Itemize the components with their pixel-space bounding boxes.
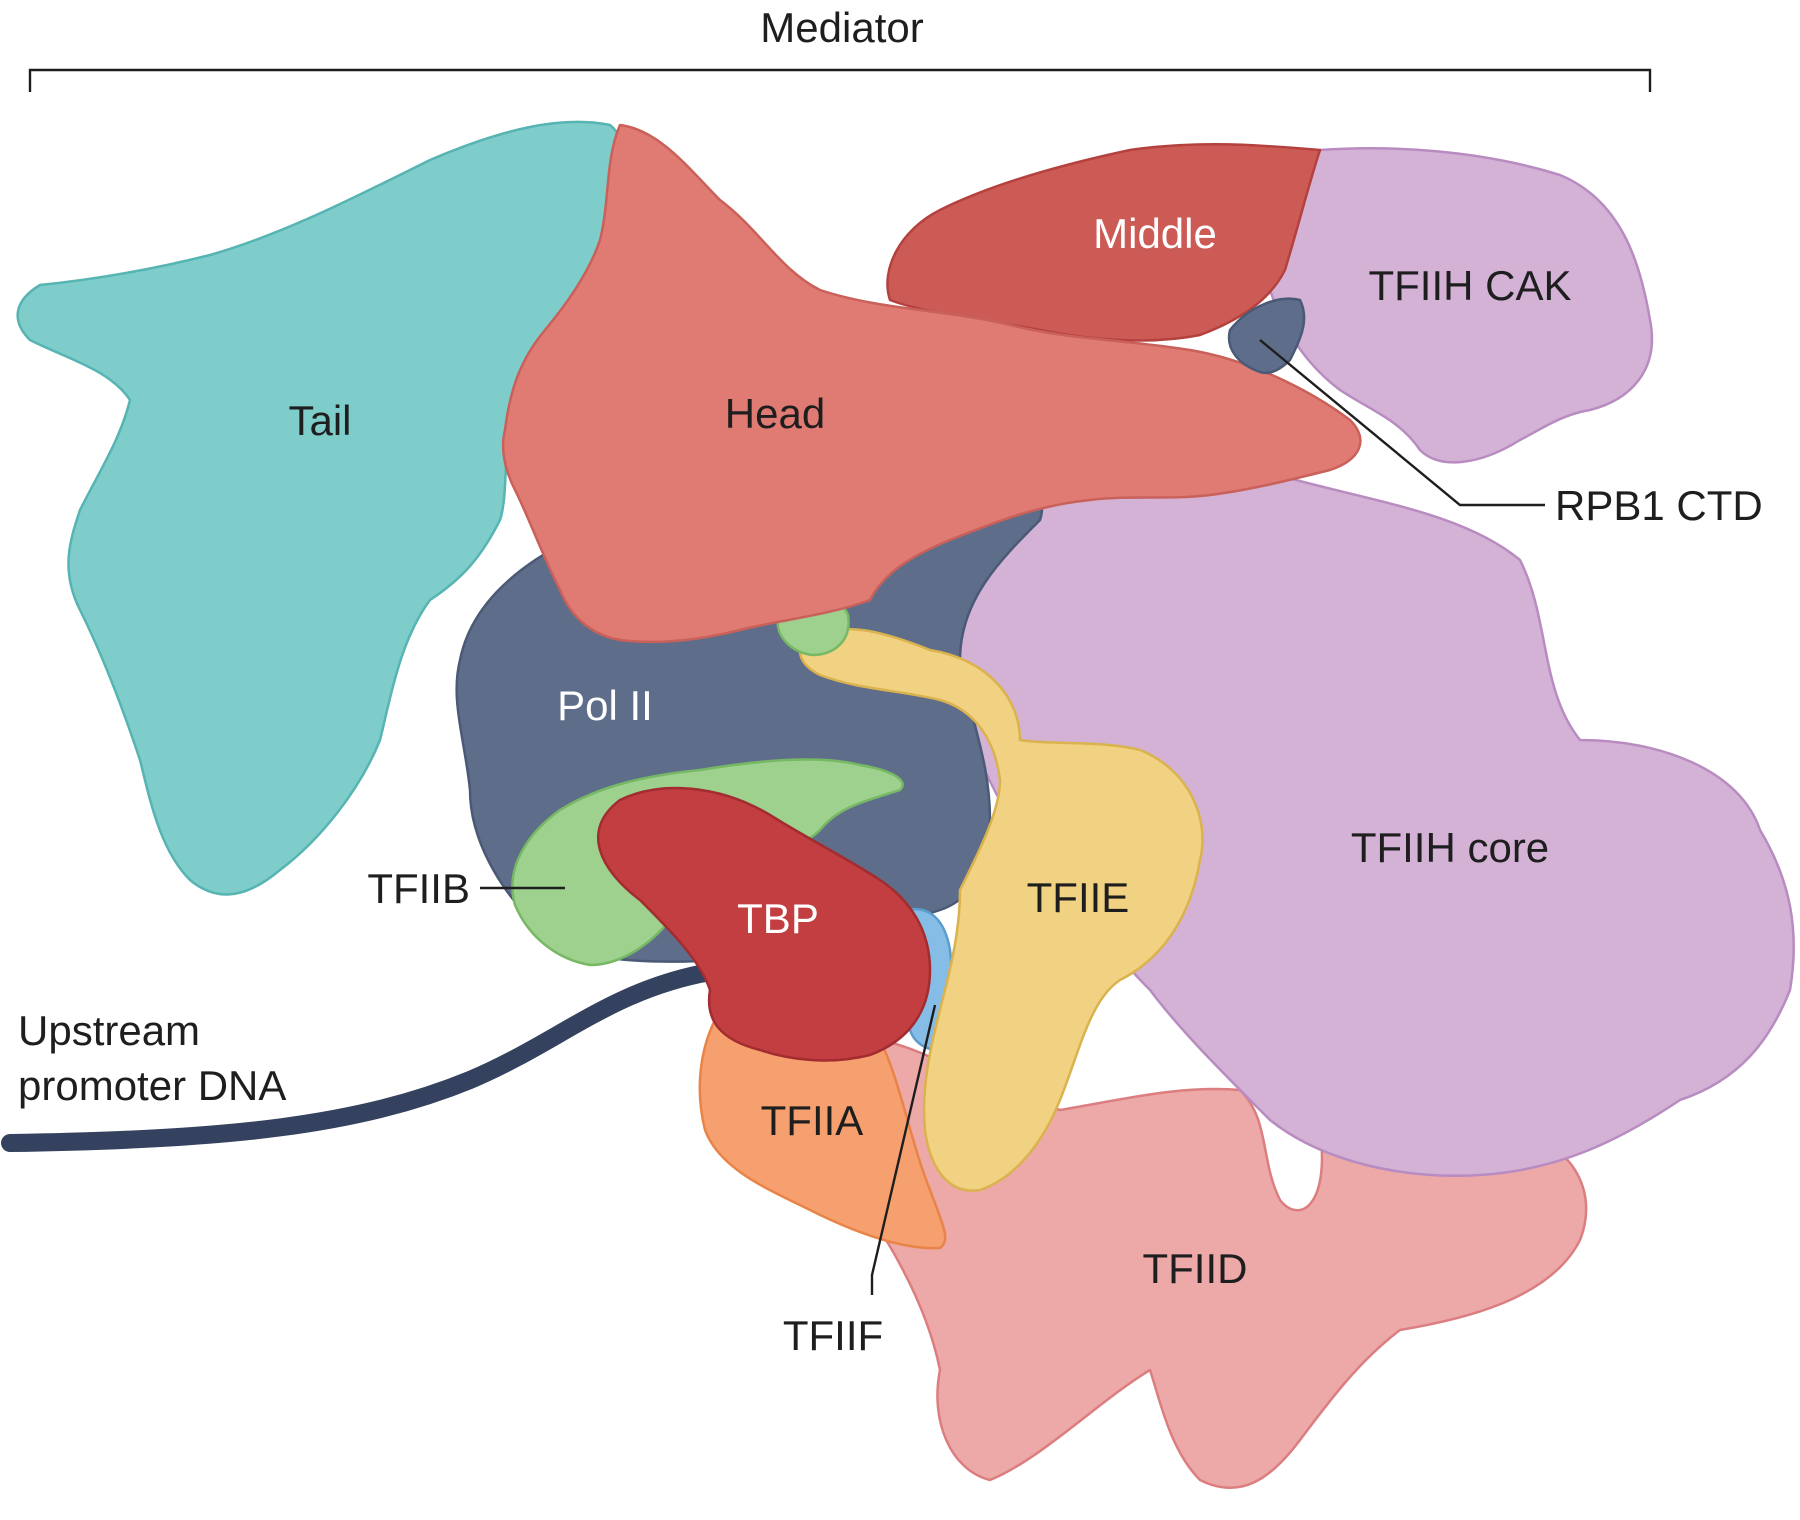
tfiif-label: TFIIF bbox=[783, 1312, 883, 1359]
mediator-bracket bbox=[28, 68, 1652, 92]
tfiie-label: TFIIE bbox=[1027, 874, 1130, 921]
head-label: Head bbox=[725, 390, 825, 437]
rpb1-ctd-label: RPB1 CTD bbox=[1555, 482, 1763, 529]
mediator-tail-shape bbox=[16, 120, 636, 896]
tfiih-core-label: TFIIH core bbox=[1351, 824, 1549, 871]
mediator-bracket-label: Mediator bbox=[760, 4, 923, 51]
rpb1-ctd-shape bbox=[1227, 297, 1306, 375]
tfiib-label: TFIIB bbox=[367, 865, 470, 912]
tail-label: Tail bbox=[288, 397, 351, 444]
tbp-label: TBP bbox=[737, 895, 819, 942]
rpb1-ctd-leader bbox=[1259, 339, 1545, 507]
tfiif-leader bbox=[870, 1004, 937, 1295]
tfiie-shape bbox=[798, 627, 1204, 1192]
pol-ii-label: Pol II bbox=[557, 682, 653, 729]
tbp-shape bbox=[596, 786, 932, 1062]
mediator-middle-shape bbox=[886, 142, 1322, 342]
tfiih-cak-label: TFIIH CAK bbox=[1368, 262, 1571, 309]
middle-label: Middle bbox=[1093, 210, 1217, 257]
upstream-dna-label-line1: Upstream bbox=[18, 1007, 200, 1054]
upstream-dna-strand bbox=[1, 963, 719, 1152]
mediator-head-shape bbox=[501, 123, 1362, 644]
upstream-dna-label-line2: promoter DNA bbox=[18, 1062, 286, 1109]
tfiid-label: TFIID bbox=[1143, 1245, 1248, 1292]
tfiia-label: TFIIA bbox=[761, 1097, 864, 1144]
